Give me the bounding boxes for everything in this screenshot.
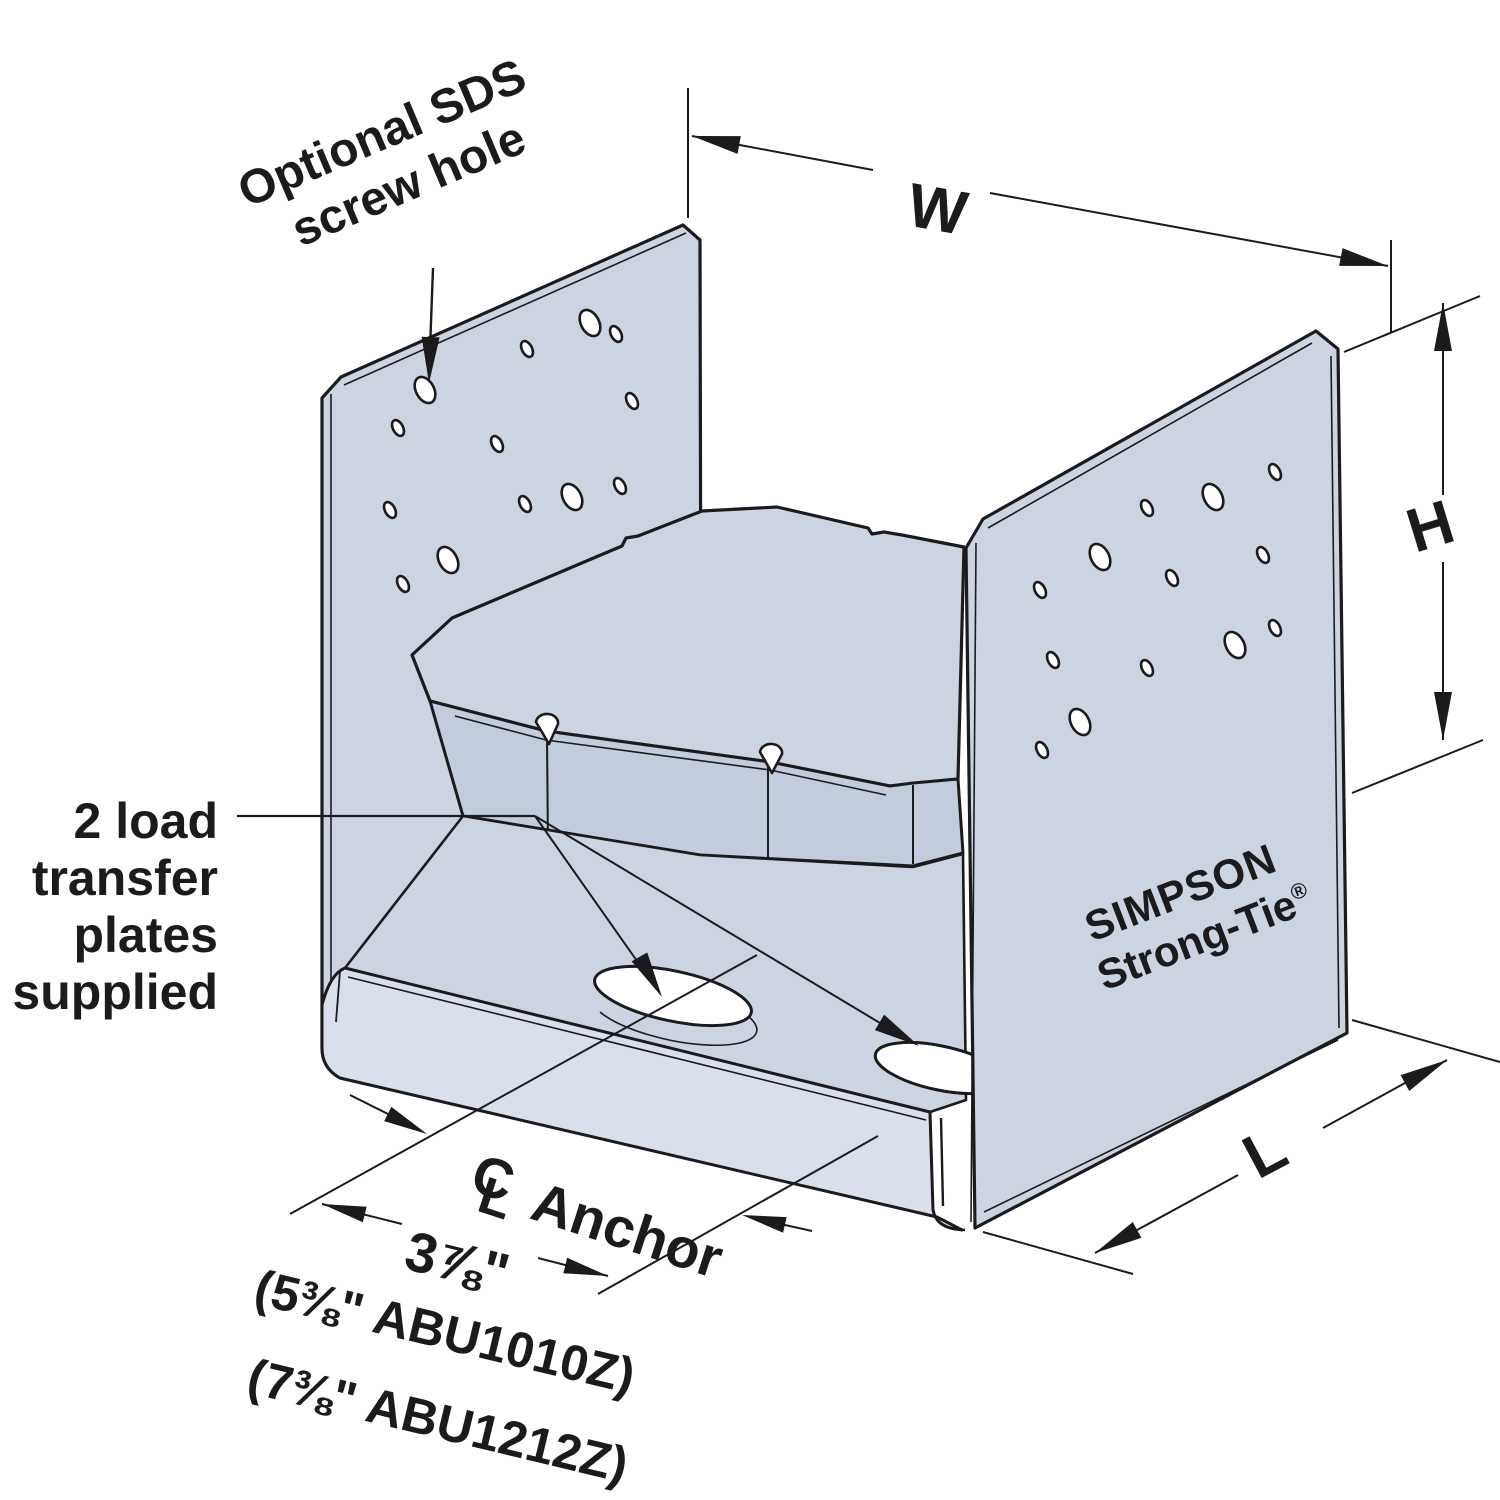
l-arrow-upper-icon (1400, 1060, 1447, 1091)
right-plate-rear-edge-line (1330, 355, 1340, 1029)
anchor-offset-label: 3⅞" (399, 1219, 516, 1305)
w-dimension (687, 88, 1392, 332)
sds-annotation: Optional SDS screw hole (231, 50, 534, 258)
anchor-slot-1-inner-edge (599, 1011, 758, 1047)
right-plate-top-edge-line (987, 342, 1313, 529)
offset-arrow-left-icon (322, 1204, 367, 1223)
l-ext-lower (982, 1231, 1134, 1275)
right-plate-holes (1032, 462, 1283, 760)
nail-hole (578, 308, 602, 338)
nail-hole (624, 391, 640, 411)
base-plate (320, 814, 1007, 1232)
sds-leader-arrow-icon (421, 336, 440, 383)
nail-hole (1068, 707, 1092, 737)
nail-hole (390, 418, 406, 438)
h-label: H (1399, 487, 1462, 566)
load-label-line2: transfer (32, 850, 218, 906)
h-dimension (1343, 295, 1484, 794)
base-top-surface (343, 814, 968, 1114)
offset-arrow-right-icon (563, 1257, 608, 1276)
nail-hole (1201, 482, 1225, 512)
construction-lines (289, 954, 879, 1295)
load-leader-branch-2 (534, 815, 911, 1042)
load-label-line4: supplied (12, 964, 218, 1020)
right-plate-face (964, 329, 1349, 1230)
anchor-centerline (289, 954, 758, 1215)
nail-hole (519, 339, 535, 359)
nail-hole (436, 545, 460, 575)
w-dim-line-right (989, 192, 1389, 267)
sds-screw-hole (413, 375, 437, 405)
nail-hole (1255, 545, 1271, 565)
nail-hole (1139, 498, 1155, 518)
nail-hole (1223, 630, 1247, 660)
w-arrow-left-icon (692, 136, 741, 154)
nail-hole (1164, 568, 1180, 588)
nail-hole (560, 482, 584, 512)
seat-tab-left (534, 712, 560, 746)
offset-inner-arrow-right-icon (742, 1215, 787, 1233)
right-plate-front-edge-line (970, 542, 977, 1223)
offset-inner-arrow-left-icon (384, 1106, 427, 1134)
h-ext-bottom (1351, 739, 1484, 794)
load-leader-arrow-2-icon (874, 1014, 919, 1046)
nail-hole (1045, 650, 1061, 670)
w-arrow-right-icon (1339, 248, 1388, 266)
nail-hole (1034, 740, 1050, 760)
anchor-label: Anchor (525, 1169, 731, 1289)
l-ext-upper (1351, 1019, 1500, 1063)
h-arrow-top-icon (1434, 303, 1452, 351)
nail-hole (1088, 542, 1112, 572)
nail-hole (1139, 658, 1155, 678)
dimensions: W H L (321, 88, 1500, 1305)
l-label: L (1232, 1114, 1298, 1193)
flange-left-endcap (335, 970, 341, 1023)
right-plate-bottom-edge-line (983, 1039, 1339, 1213)
h-ext-top (1343, 295, 1481, 353)
nail-hole (517, 494, 533, 514)
nail-hole (1267, 618, 1283, 638)
load-label-line1: 2 load (74, 793, 218, 849)
left-plate-holes (382, 308, 640, 594)
load-label-line3: plates (73, 907, 218, 963)
seat-fold-inner-line (454, 715, 887, 796)
nail-hole (395, 574, 411, 594)
w-label: W (903, 171, 973, 249)
anchor-offset-dimension (321, 1094, 813, 1277)
nail-hole (608, 324, 624, 344)
l-arrow-lower-icon (1095, 1222, 1142, 1253)
right-plate: SIMPSON Strong-Tie® (964, 329, 1349, 1230)
h-arrow-bottom-icon (1434, 692, 1452, 740)
right-extension-line (597, 1135, 879, 1295)
nail-hole (612, 476, 628, 496)
base-fold-inner-line (347, 976, 927, 1121)
flange-right-return (928, 1116, 966, 1232)
load-transfer-seat (410, 505, 966, 888)
seat-tab-right (758, 742, 784, 775)
nail-hole (1032, 580, 1048, 600)
nail-hole (382, 500, 398, 520)
anchor-slot-1 (593, 964, 753, 1028)
l-dimension (982, 1019, 1500, 1275)
load-transfer-annotation: 2 load transfer plates supplied (12, 793, 919, 1046)
load-leader-arrow-1-icon (631, 952, 662, 997)
nail-hole (489, 434, 505, 454)
nail-hole (1267, 462, 1283, 482)
left-plate-top-edge-line (343, 232, 687, 386)
